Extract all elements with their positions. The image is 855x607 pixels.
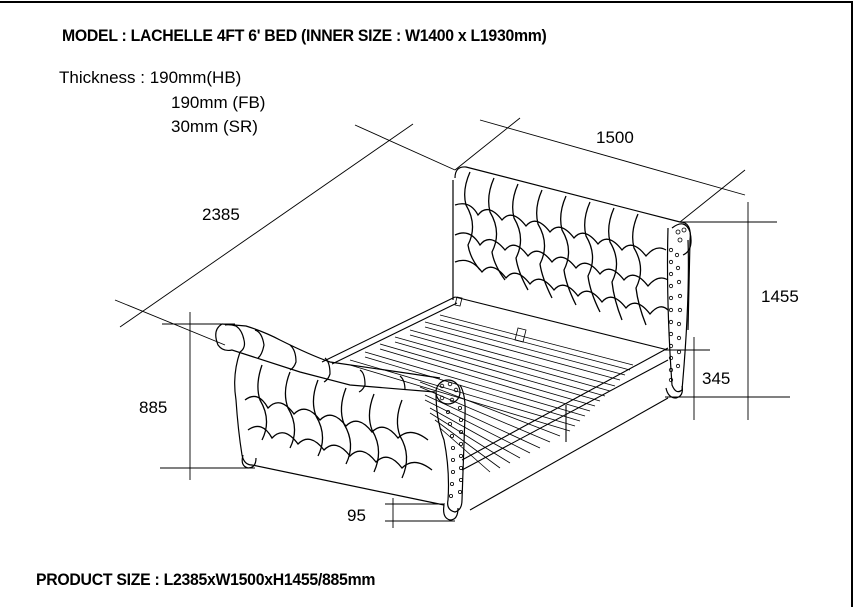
dimension-side-rail-height: 345: [702, 369, 731, 388]
dimension-length: 2385: [202, 205, 240, 224]
product-size: PRODUCT SIZE : L2385xW1500xH1455/885mm: [36, 570, 376, 589]
frame-border-top: [0, 1, 853, 3]
dimension-width: 1500: [596, 128, 634, 147]
dimension-lines: [114, 117, 790, 528]
thickness-side-rail: 30mm (SR): [171, 117, 258, 136]
thickness-footboard: 190mm (FB): [171, 93, 266, 112]
frame-border-right: [851, 1, 853, 607]
leg-front-left: [241, 454, 257, 469]
dimension-headboard-height: 1455: [761, 287, 799, 306]
dimension-footboard-height: 885: [139, 398, 168, 417]
leg-front-right: [443, 504, 459, 521]
dimension-leg-height: 95: [347, 506, 366, 525]
slats: [349, 296, 634, 473]
side-rails: [321, 296, 669, 511]
thickness-headboard: Thickness : 190mm(HB): [59, 68, 242, 87]
footboard: [215, 323, 466, 521]
model-title: MODEL : LACHELLE 4FT 6' BED (INNER SIZE …: [62, 26, 547, 45]
headboard: [452, 166, 692, 399]
